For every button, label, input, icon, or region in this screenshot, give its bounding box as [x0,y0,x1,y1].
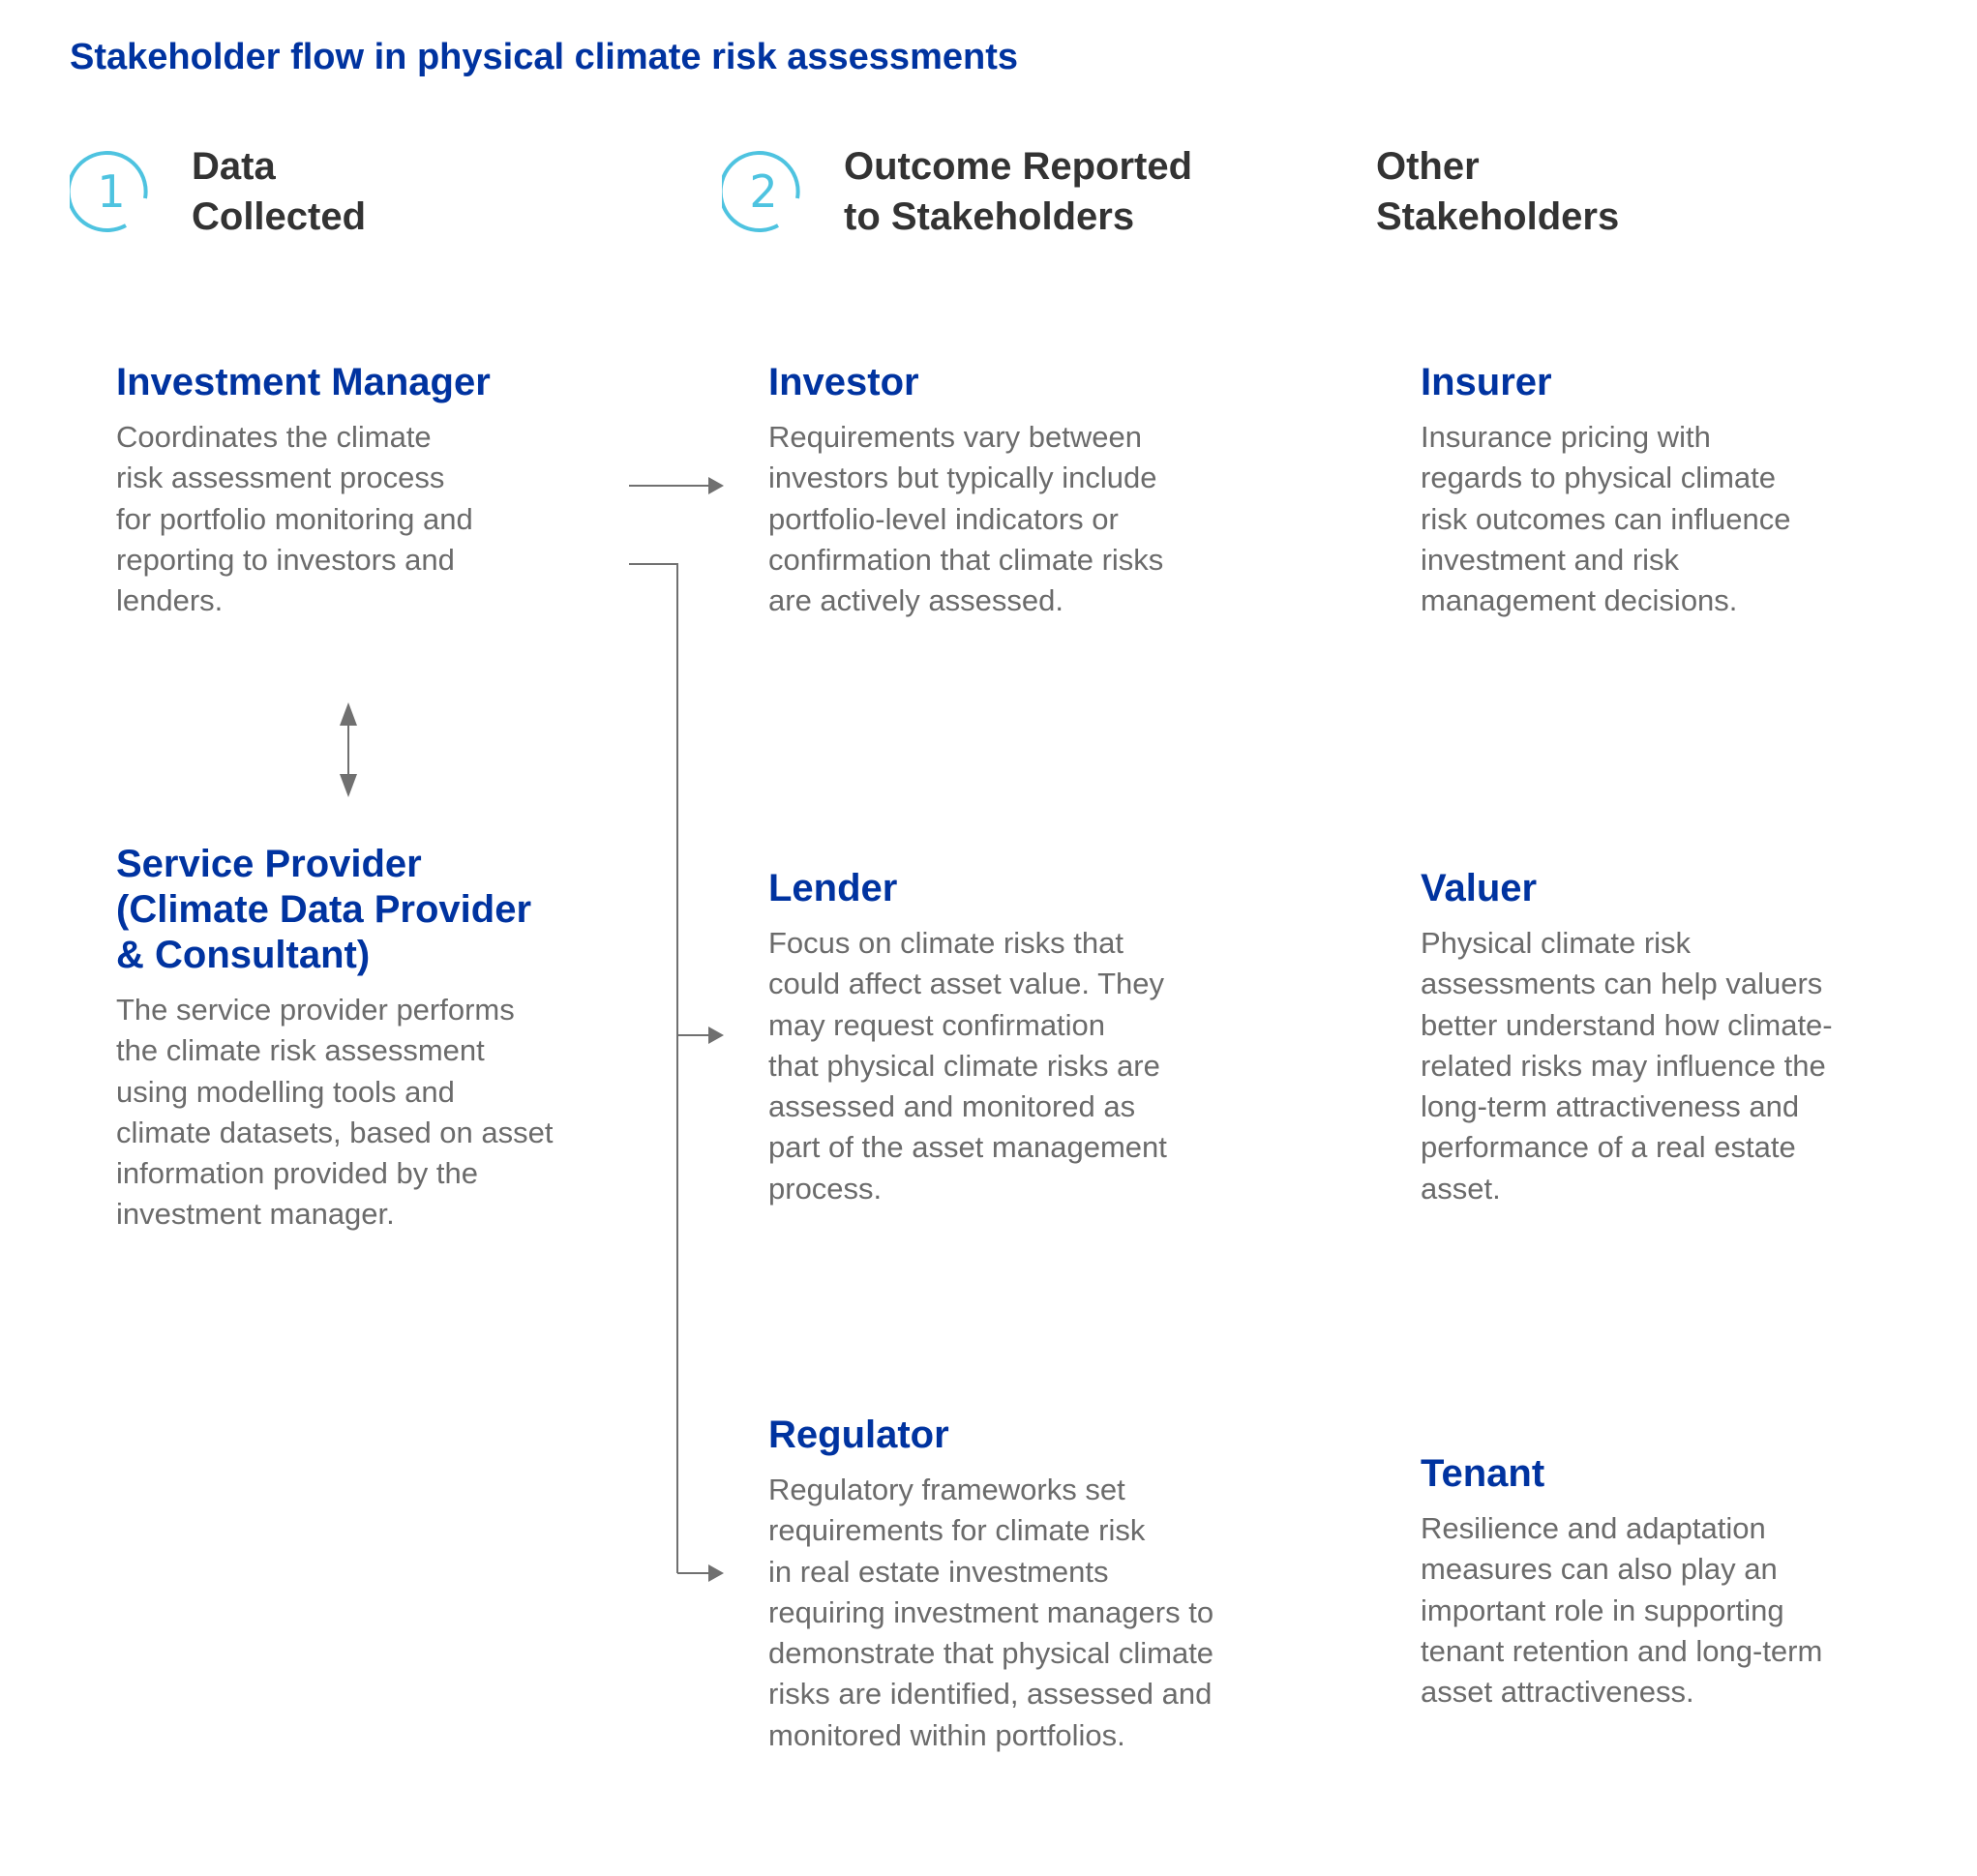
column-header-outcome-reported: Outcome Reported to Stakeholders [844,141,1192,242]
card-desc-line: management decisions. [1421,583,1738,618]
card-desc-line: Regulatory frameworks set [768,1473,1125,1506]
card-desc-line: important role in supporting [1421,1593,1784,1627]
card-title: Tenant [1421,1451,1822,1497]
card-insurer: Insurer Insurance pricing with regards t… [1421,360,1791,621]
card-title: Investor [768,360,1163,405]
card-description: The service provider performs the climat… [116,990,553,1236]
card-desc-line: long-term attractiveness and [1421,1089,1800,1124]
card-title-line: Investment Manager [116,361,491,403]
card-desc-line: monitored within portfolios. [768,1717,1125,1752]
card-desc-line: tenant retention and long-term [1421,1633,1823,1668]
step-1-number: 1 [97,165,126,218]
card-desc-line: regards to physical climate [1421,461,1776,495]
card-description: Focus on climate risks that could affect… [768,923,1167,1209]
card-description: Physical climate risk assessments can he… [1421,923,1833,1209]
card-desc-line: demonstrate that physical climate [768,1636,1214,1671]
step-2-number: 2 [749,165,778,218]
card-desc-line: risks are identified, assessed and [768,1677,1213,1712]
card-desc-line: Coordinates the climate [116,420,432,454]
card-desc-line: Focus on climate risks that [768,926,1123,960]
card-title: Service Provider (Climate Data Provider … [116,842,553,978]
card-desc-line: measures can also play an [1421,1552,1778,1587]
column-header-line: Stakeholders [1376,195,1620,238]
card-desc-line: requiring investment managers to [768,1594,1214,1629]
card-desc-line: investors but typically include [768,461,1157,495]
card-title: Valuer [1421,866,1833,911]
card-desc-line: that physical climate risks are [768,1048,1160,1083]
card-description: Requirements vary between investors but … [768,417,1163,621]
step-1-circle-icon: 1 [66,150,153,233]
card-desc-line: asset. [1421,1171,1501,1206]
card-desc-line: investment manager. [116,1197,395,1232]
card-desc-line: the climate risk assessment [116,1033,485,1068]
card-title-line: Valuer [1421,867,1538,909]
card-desc-line: performance of a real estate [1421,1130,1796,1165]
card-title-line: & Consultant) [116,934,371,976]
card-title-line: Regulator [768,1414,949,1456]
arrow-right-icon [629,477,724,494]
card-desc-line: climate datasets, based on asset [116,1115,554,1149]
card-tenant: Tenant Resilience and adaptation measure… [1421,1451,1822,1712]
card-description: Regulatory frameworks set requirements f… [768,1470,1213,1756]
card-title-line: Insurer [1421,361,1552,403]
card-desc-line: The service provider performs [116,993,515,1027]
card-title-line: Tenant [1421,1452,1545,1495]
step-2-circle-icon: 2 [718,150,805,233]
card-title-line: Investor [768,361,919,403]
column-header-data-collected: Data Collected [192,141,366,242]
card-desc-line: confirmation that climate risks [768,542,1164,577]
card-desc-line: part of the asset management [768,1130,1167,1165]
card-desc-line: reporting to investors and [116,542,455,577]
card-desc-line: Resilience and adaptation [1421,1511,1766,1545]
column-header-line: Outcome Reported [844,145,1193,188]
card-title-line: (Climate Data Provider [116,888,532,931]
card-description: Coordinates the climate risk assessment … [116,417,491,621]
card-desc-line: portfolio-level indicators or [768,501,1119,536]
card-desc-line: Requirements vary between [768,420,1142,454]
column-header-line: Other [1376,145,1480,188]
column-header-line: to Stakeholders [844,195,1135,238]
card-desc-line: assessed and monitored as [768,1089,1136,1124]
column-header-line: Collected [192,195,367,238]
card-desc-line: risk outcomes can influence [1421,501,1791,536]
card-investment-manager: Investment Manager Coordinates the clima… [116,360,491,621]
card-desc-line: investment and risk [1421,542,1680,577]
diagram-title: Stakeholder flow in physical climate ris… [70,37,1018,77]
card-desc-line: are actively assessed. [768,583,1063,618]
card-desc-line: for portfolio monitoring and [116,501,473,536]
card-desc-line: in real estate investments [768,1554,1109,1589]
card-desc-line: lenders. [116,583,224,618]
card-regulator: Regulator Regulatory frameworks set requ… [768,1413,1213,1756]
double-arrow-icon [340,702,357,797]
bracket-arrow-icon [629,563,724,1582]
card-title-line: Lender [768,867,898,909]
card-desc-line: may request confirmation [768,1007,1106,1042]
card-desc-line: asset attractiveness. [1421,1675,1694,1710]
card-desc-line: risk assessment process [116,461,445,495]
card-desc-line: process. [768,1171,883,1206]
card-desc-line: information provided by the [116,1156,478,1191]
card-lender: Lender Focus on climate risks that could… [768,866,1167,1209]
card-title: Insurer [1421,360,1791,405]
card-desc-line: requirements for climate risk [768,1513,1146,1548]
card-description: Insurance pricing with regards to physic… [1421,417,1791,621]
card-desc-line: related risks may influence the [1421,1048,1826,1083]
card-desc-line: Insurance pricing with [1421,420,1711,454]
card-desc-line: using modelling tools and [116,1074,455,1109]
card-title-line: Service Provider [116,843,422,885]
card-title: Investment Manager [116,360,491,405]
card-investor: Investor Requirements vary between inves… [768,360,1163,621]
column-header-line: Data [192,145,276,188]
card-desc-line: could affect asset value. They [768,967,1164,1001]
card-title: Regulator [768,1413,1213,1458]
card-desc-line: better understand how climate- [1421,1007,1833,1042]
card-title: Lender [768,866,1167,911]
card-desc-line: assessments can help valuers [1421,967,1823,1001]
card-service-provider: Service Provider (Climate Data Provider … [116,842,553,1236]
card-description: Resilience and adaptation measures can a… [1421,1508,1822,1712]
column-header-other-stakeholders: Other Stakeholders [1376,141,1619,242]
card-valuer: Valuer Physical climate risk assessments… [1421,866,1833,1209]
card-desc-line: Physical climate risk [1421,926,1692,960]
